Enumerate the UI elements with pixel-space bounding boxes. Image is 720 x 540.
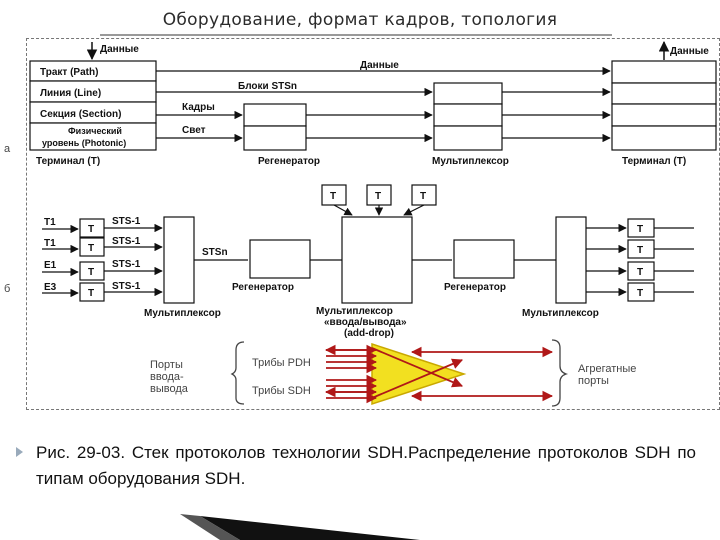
t-box-label: Т	[637, 245, 643, 256]
stack-multiplexer	[433, 82, 503, 151]
t-box-label: Т	[637, 267, 643, 278]
label-regenerator-a: Регенератор	[258, 156, 320, 167]
t-box-label: Т	[637, 224, 643, 235]
right-brace	[551, 339, 569, 407]
t-box-label: Т	[88, 288, 94, 299]
side-label-a: а	[4, 143, 11, 155]
side-label-b: б	[4, 283, 10, 295]
adm-label-3: (add-drop)	[344, 328, 394, 339]
label-light: Свет	[182, 125, 206, 136]
t-box-label: Т	[375, 191, 381, 202]
label-multiplexer-left: Мультиплексор	[144, 308, 221, 319]
sts1-label: STS-1	[112, 281, 141, 292]
label-stsn: STSn	[202, 247, 228, 258]
adm-detail: Порты ввода- вывода Трибы PDH Трибы SDH	[150, 339, 636, 407]
label-frames: Кадры	[182, 102, 215, 113]
t-box-label: Т	[88, 267, 94, 278]
label-regenerator-1: Регенератор	[232, 282, 294, 293]
decorative-wedge	[180, 514, 420, 540]
layer-photonic-2: уровень (Photonic)	[42, 138, 126, 148]
sdh-label: Трибы SDH	[252, 385, 311, 397]
layer-path: Тракт (Path)	[40, 67, 98, 78]
input-t1-b: Т1	[44, 238, 56, 249]
label-regenerator-2: Регенератор	[444, 282, 506, 293]
label-blocks: Блоки STSn	[238, 81, 297, 92]
t-box-label: Т	[88, 224, 94, 235]
regenerator-1	[249, 239, 311, 279]
t-box-label: Т	[420, 191, 426, 202]
pdh-label: Трибы PDH	[252, 357, 311, 369]
aggregate-label-1: Агрегатные	[578, 363, 636, 375]
left-brace	[230, 341, 245, 405]
figure-caption: Рис. 29-03. Стек протоколов технологии S…	[36, 443, 696, 488]
ports-label-3: вывода	[150, 383, 189, 395]
layer-section: Секция (Section)	[40, 109, 121, 120]
label-data-right: Данные	[670, 46, 709, 57]
adm-label-1: Мультиплексор	[316, 306, 393, 317]
output-tributaries: Т Т Т Т	[586, 218, 694, 302]
label-multiplexer-right: Мультиплексор	[522, 308, 599, 319]
label-terminal-right: Терминал (Т)	[622, 156, 686, 167]
title-underline	[100, 34, 612, 36]
t-box-label: Т	[330, 191, 336, 202]
label-terminal-left: Терминал (Т)	[36, 156, 100, 167]
sts1-label: STS-1	[112, 259, 141, 270]
input-tributaries: Т Т Т Т Т1 Т1 Е1 Е3 STS-1 STS-1 STS-1 ST…	[42, 216, 163, 302]
label-data-left: Данные	[100, 44, 139, 55]
input-e1: Е1	[44, 260, 57, 271]
label-multiplexer-a: Мультиплексор	[432, 156, 509, 167]
sts1-label: STS-1	[112, 216, 141, 227]
regenerator-2	[453, 239, 515, 279]
ports-label-1: Порты	[150, 359, 183, 371]
input-e3: Е3	[44, 282, 57, 293]
aggregate-label-2: порты	[578, 375, 609, 387]
ports-label-2: ввода-	[150, 371, 184, 383]
t-box-label: Т	[88, 243, 94, 254]
layer-photonic-1: Физический	[68, 126, 122, 136]
stack-terminal-right	[611, 60, 717, 151]
layer-line: Линия (Line)	[40, 88, 101, 99]
adm-tributaries: Т Т Т	[321, 184, 437, 216]
multiplexer-right	[555, 216, 587, 304]
stack-terminal-left: Тракт (Path) Линия (Line) Секция (Sectio…	[29, 60, 157, 151]
sts1-label: STS-1	[112, 236, 141, 247]
stack-regenerator	[243, 103, 307, 151]
page-title: Оборудование, формат кадров, топология	[162, 10, 558, 30]
multiplexer-left	[163, 216, 195, 304]
adm-label-2: «ввода/вывода»	[324, 317, 407, 328]
input-t1-a: Т1	[44, 217, 56, 228]
add-drop-multiplexer	[341, 216, 413, 304]
t-box-label: Т	[637, 288, 643, 299]
caption-bullet-icon	[16, 447, 23, 457]
label-data-mid: Данные	[360, 60, 399, 71]
